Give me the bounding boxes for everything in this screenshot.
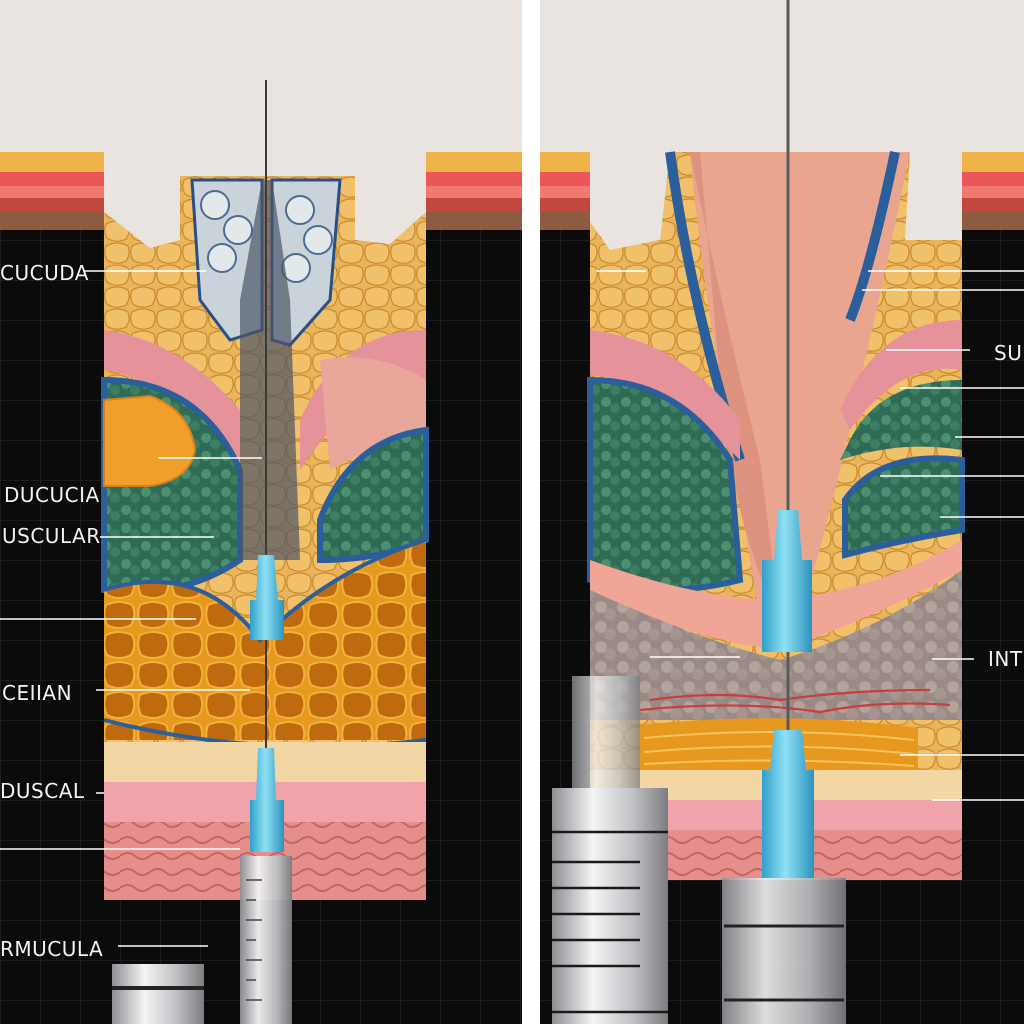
label-su: SU: [994, 341, 1023, 365]
label-ceiian: CEIIAN: [2, 681, 73, 705]
label-uscal: DUSCAL: [0, 779, 85, 803]
label-rmucula: RMUCULA: [0, 937, 104, 961]
label-ducucia: DUCUCIA: [4, 483, 100, 507]
label-uscular: USCULAR: [2, 524, 101, 548]
label-int: INT: [988, 647, 1023, 671]
right-panel: [540, 0, 1024, 1024]
left-panel: [0, 80, 522, 1024]
label-cucuda: CUCUDA: [0, 261, 89, 285]
